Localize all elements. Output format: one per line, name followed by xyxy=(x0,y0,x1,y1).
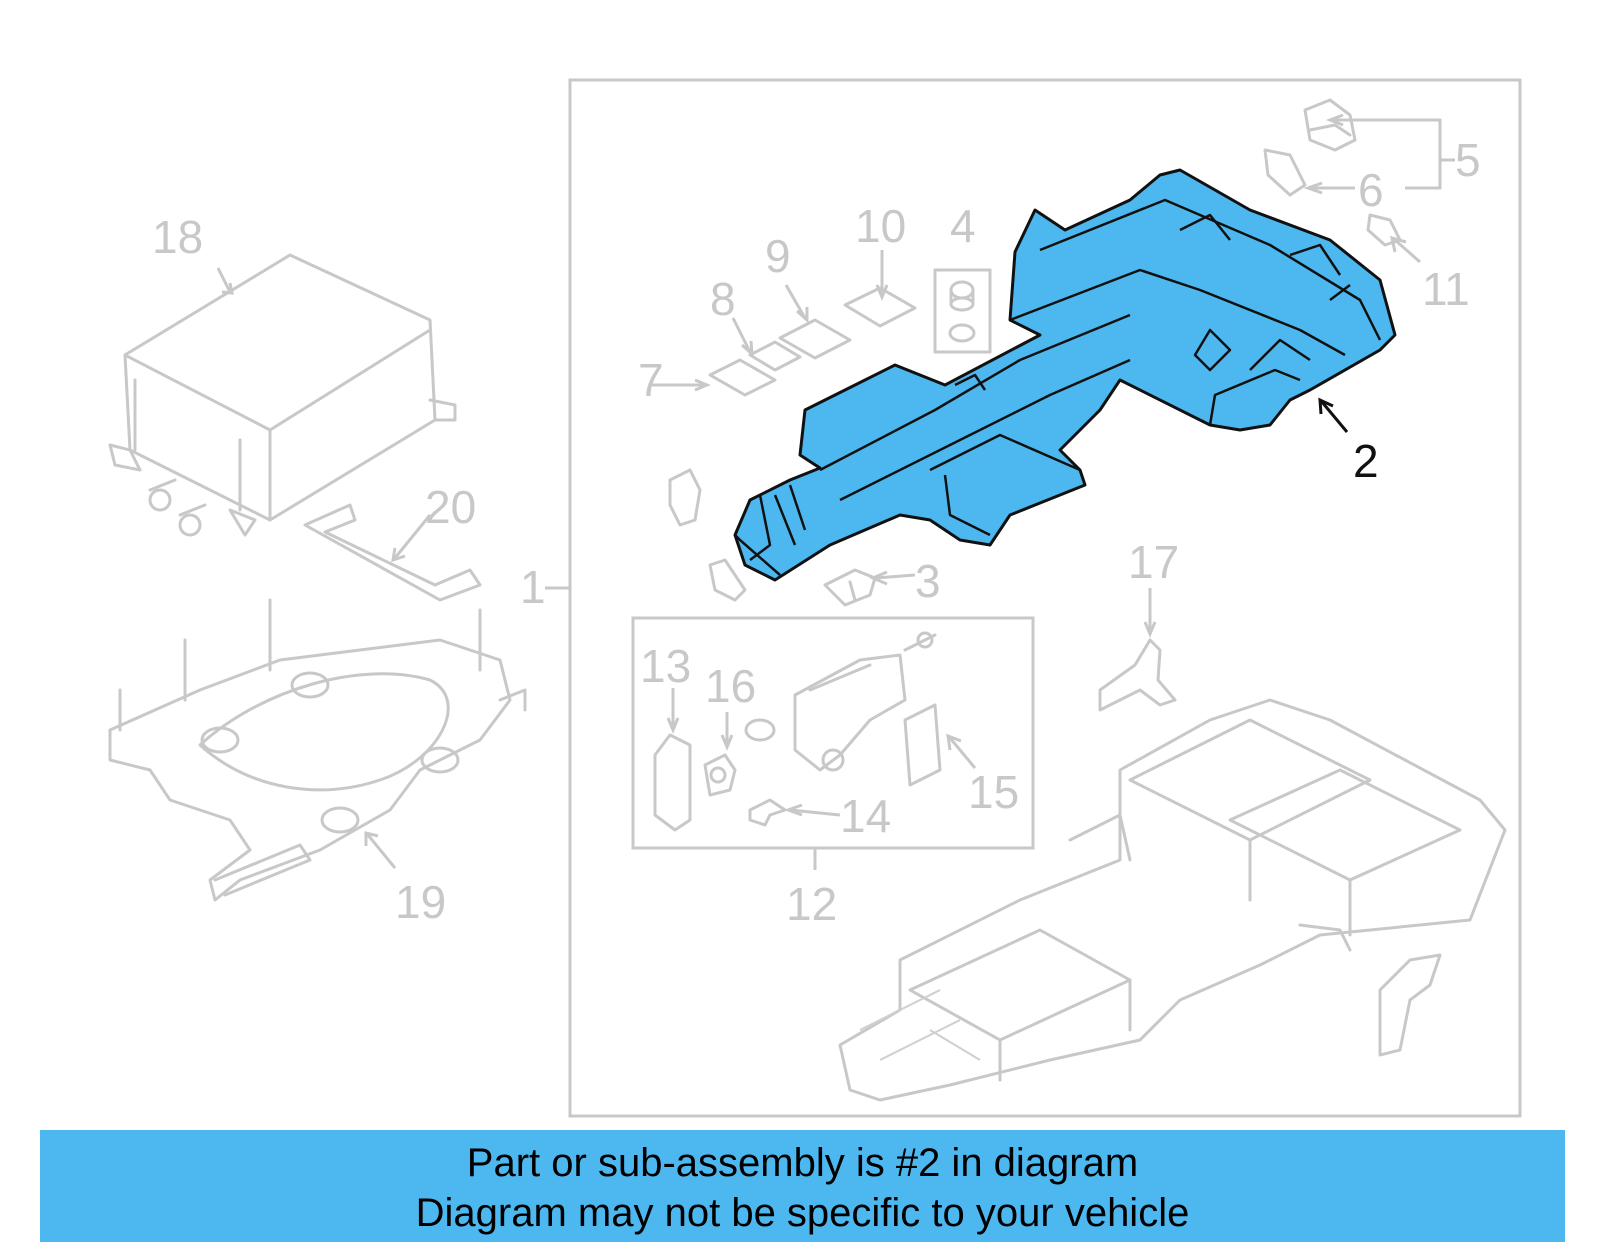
callout-19[interactable]: 19 xyxy=(395,876,446,928)
part-14-clip[interactable] xyxy=(748,798,787,827)
part-5-plug[interactable] xyxy=(1303,98,1357,152)
callout-12[interactable]: 12 xyxy=(786,878,837,930)
callout-14[interactable]: 14 xyxy=(840,790,891,842)
part-1-battery-tray[interactable] xyxy=(838,698,1507,1102)
part-misc-gasket[interactable] xyxy=(708,558,747,602)
part-4-plug-set[interactable] xyxy=(933,268,992,354)
part-16-grommet[interactable] xyxy=(703,718,776,797)
callout-1[interactable]: 1 xyxy=(520,561,546,613)
callout-18[interactable]: 18 xyxy=(152,211,203,263)
callout-20[interactable]: 20 xyxy=(425,481,476,533)
part-2-battery-cover[interactable] xyxy=(733,168,1397,582)
info-banner: Part or sub-assembly is #2 in diagram Di… xyxy=(40,1130,1565,1242)
callout-10[interactable]: 10 xyxy=(855,200,906,252)
callout-8[interactable]: 8 xyxy=(710,273,736,325)
leader-lines xyxy=(216,113,1455,870)
callout-15[interactable]: 15 xyxy=(968,766,1019,818)
part-13-cover[interactable] xyxy=(653,733,692,832)
part-17-bracket[interactable] xyxy=(1098,638,1177,712)
part-7-pad[interactable] xyxy=(708,358,777,397)
callout-3[interactable]: 3 xyxy=(915,555,941,607)
callout-16[interactable]: 16 xyxy=(705,660,756,712)
callout-labels: 18 20 19 1 7 8 9 10 4 5 6 11 2 3 17 13 1… xyxy=(152,134,1481,930)
banner-line-2: Diagram may not be specific to your vehi… xyxy=(415,1191,1190,1235)
part-20-bracket[interactable] xyxy=(303,503,482,602)
callout-2[interactable]: 2 xyxy=(1353,435,1379,487)
part-18-controller[interactable] xyxy=(108,253,457,537)
callout-6[interactable]: 6 xyxy=(1358,164,1384,216)
banner-line-1: Part or sub-assembly is #2 in diagram xyxy=(466,1141,1139,1185)
part-15-plate[interactable] xyxy=(903,703,942,787)
callout-7[interactable]: 7 xyxy=(638,354,664,406)
part-9-pad[interactable] xyxy=(778,318,852,360)
part-misc-bracket[interactable] xyxy=(668,468,702,527)
part-6-gasket[interactable] xyxy=(1263,148,1307,197)
callout-11[interactable]: 11 xyxy=(1422,263,1470,315)
callout-5[interactable]: 5 xyxy=(1455,134,1481,186)
subassembly-12-frame xyxy=(631,616,1035,850)
callout-13[interactable]: 13 xyxy=(640,640,691,692)
part-8-pad[interactable] xyxy=(748,340,802,372)
callout-17[interactable]: 17 xyxy=(1128,536,1179,588)
assembly-frame xyxy=(568,78,1522,1118)
callout-4[interactable]: 4 xyxy=(950,200,976,252)
part-10-pad[interactable] xyxy=(843,286,917,328)
callout-9[interactable]: 9 xyxy=(765,230,791,282)
part-19-subframe[interactable] xyxy=(108,598,527,902)
part-12-bracket-assembly[interactable] xyxy=(793,631,937,772)
part-3-clip[interactable] xyxy=(823,568,877,607)
